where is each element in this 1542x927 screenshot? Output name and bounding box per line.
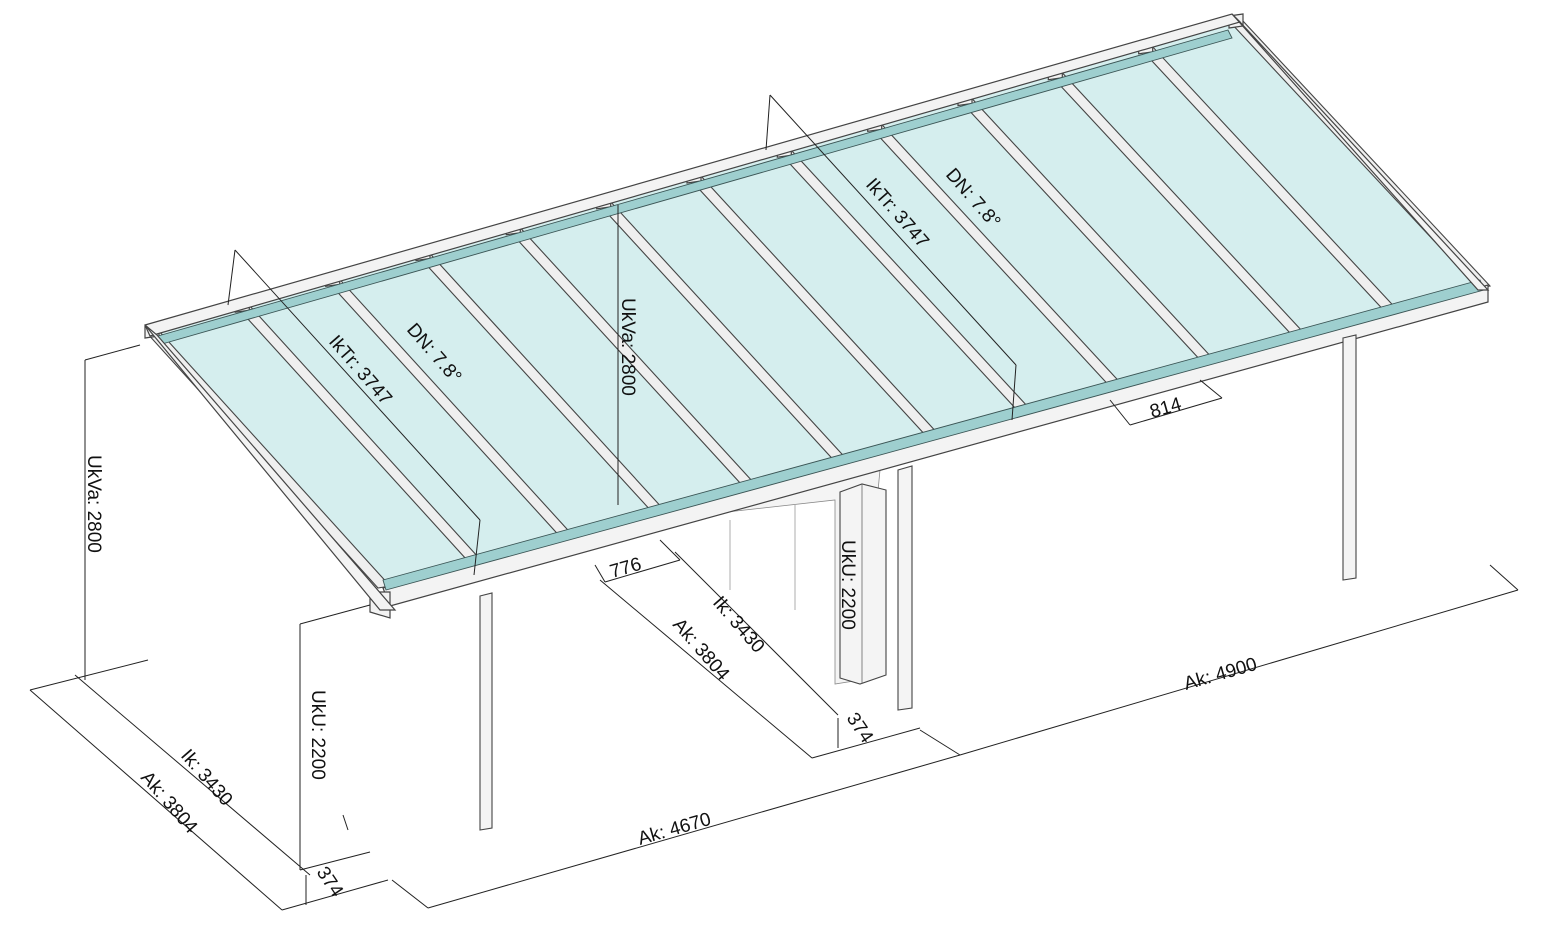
label-left-height: UkVa: 2800 — [83, 455, 104, 553]
label-mid-ik: Ik: 3430 — [708, 593, 768, 658]
label-width-left: Ak: 4670 — [636, 809, 714, 850]
side-frames — [144, 13, 1490, 611]
label-mid-ak: Ak: 3804 — [668, 615, 733, 686]
posts — [479, 334, 1357, 831]
label-front-374: 374 — [312, 863, 347, 901]
label-width-right: Ak: 4900 — [1182, 654, 1260, 695]
post-front-left — [479, 592, 493, 831]
label-front-ak: Ak: 3804 — [136, 768, 201, 839]
label-mid-uku: UkU: 2200 — [837, 540, 858, 630]
label-left-field: 776 — [608, 554, 644, 583]
dimension-lines — [29, 94, 1519, 911]
post-middle — [897, 465, 913, 711]
label-mid-ukva: UkVa: 2800 — [617, 298, 638, 396]
wall-pillar — [839, 483, 887, 685]
post-right — [1342, 334, 1357, 581]
label-right-field: 814 — [1148, 394, 1185, 423]
label-front-ik: Ik: 3430 — [176, 746, 236, 811]
label-front-uku: UkU: 2200 — [307, 690, 328, 780]
